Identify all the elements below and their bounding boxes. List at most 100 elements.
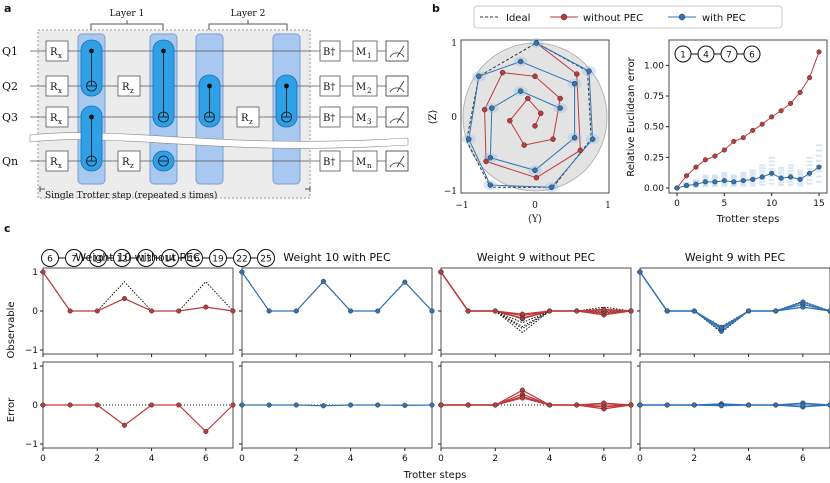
relerr-cloud <box>768 178 775 181</box>
chain-c-node <box>209 249 227 267</box>
svg-text:Qn: Qn <box>2 155 18 168</box>
error-point <box>348 402 354 408</box>
relerr-cloud <box>759 169 766 172</box>
relerr-cloud <box>816 170 822 173</box>
error-point <box>67 402 73 408</box>
panel-c-xtick: 0 <box>40 454 46 464</box>
panel-c-xtick: 4 <box>547 454 553 464</box>
relerr-cloud <box>768 182 775 185</box>
svg-text:R: R <box>50 113 58 124</box>
relerr-cloud <box>721 171 728 174</box>
error-point <box>149 402 155 408</box>
bloch-with-point <box>489 105 495 111</box>
observable-point <box>519 311 525 317</box>
relerr-ytick: 0.00 <box>644 184 664 194</box>
error-point <box>266 402 272 408</box>
relerr-ytick: 1.00 <box>644 61 664 71</box>
relerr-cloud <box>787 169 794 172</box>
panel-c-xlabel: Trotter steps <box>403 470 467 481</box>
chain-c-label: 13 <box>140 255 151 265</box>
bloch-with-point <box>487 154 494 161</box>
relerr-cloud <box>806 160 813 163</box>
relerr-cloud <box>816 159 822 162</box>
relerr-cloud <box>778 181 785 184</box>
trotter-brace <box>39 186 311 192</box>
bloch-with-point <box>571 134 578 141</box>
relerr-cloud <box>721 175 728 178</box>
relerr-cloud <box>749 184 756 187</box>
relerr-point <box>788 174 794 180</box>
svg-text:3: 3 <box>367 118 371 126</box>
svg-text:B†: B† <box>323 82 335 93</box>
relerr-cloud <box>759 167 766 170</box>
bloch-without-point <box>525 95 531 102</box>
error-point <box>574 402 580 408</box>
bloch-with-point <box>517 88 524 94</box>
layer2-label: Layer 2 <box>231 9 266 19</box>
relerr-point <box>750 127 756 133</box>
error-point <box>637 402 643 408</box>
bloch-without-point <box>557 95 563 102</box>
observable-point <box>293 308 299 314</box>
error-point <box>239 402 245 408</box>
relerr-ytick: 0.25 <box>644 153 664 163</box>
error-point <box>203 428 209 435</box>
relerr-cloud <box>721 182 728 185</box>
relerr-cloud <box>702 185 709 188</box>
panel-a-letter: a <box>4 2 11 15</box>
svg-text:R: R <box>241 113 249 124</box>
relerr-point <box>759 121 765 127</box>
bloch-xtick-2: 1 <box>605 201 611 211</box>
bloch-with-point <box>586 68 592 74</box>
relerr-point <box>778 175 784 181</box>
observable-point <box>230 308 236 314</box>
relerr-series-line <box>676 51 820 189</box>
observable-point <box>121 295 127 302</box>
error-line <box>441 397 632 406</box>
observable-point <box>239 269 245 275</box>
legend: Ideal without PEC with PEC <box>473 5 783 29</box>
chain-c-label: 12 <box>116 255 127 265</box>
observable-line <box>639 271 830 329</box>
relerr-cloud <box>778 169 785 172</box>
observable-point <box>149 308 155 314</box>
relerr-point <box>797 176 803 182</box>
relerr-point <box>712 179 718 185</box>
observable-point <box>492 308 498 314</box>
relerr-cloud <box>787 172 794 175</box>
panel-c-xtick: 0 <box>637 454 643 464</box>
svg-text:x: x <box>58 162 62 170</box>
layer2-brace <box>208 20 288 30</box>
error-point <box>492 402 498 408</box>
bloch-without-point <box>574 71 580 77</box>
error-point <box>746 402 752 408</box>
relerr-cloud <box>778 166 785 169</box>
relerr-cloud <box>787 167 794 170</box>
relerr-cloud <box>749 182 756 185</box>
relerr-cloud <box>702 183 709 186</box>
panel-c-ytick: 0 <box>32 401 38 411</box>
relerr-point <box>740 178 746 184</box>
chain-c-label: 19 <box>212 255 224 265</box>
relerr-cloud <box>721 184 728 187</box>
relerr-cloud <box>816 154 822 157</box>
panel-c-xtick: 2 <box>94 454 100 464</box>
legend-with-swatch <box>678 13 686 21</box>
relerr-cloud <box>711 174 718 177</box>
panel-c-xtick: 0 <box>438 454 444 464</box>
relerr-cloud <box>692 179 699 182</box>
observable-point <box>94 308 100 314</box>
svg-text:M: M <box>356 113 366 124</box>
bloch-without-point <box>532 123 538 129</box>
bloch-without-point <box>538 110 544 117</box>
relerr-point <box>816 164 822 170</box>
relerr-xlabel: Trotter steps <box>716 214 780 225</box>
observable-point <box>203 304 209 310</box>
error-point <box>547 402 553 408</box>
bloch-ylabel: ⟨Z⟩ <box>428 110 439 125</box>
relerr-cloud <box>711 185 718 188</box>
relerr-point <box>806 170 813 176</box>
